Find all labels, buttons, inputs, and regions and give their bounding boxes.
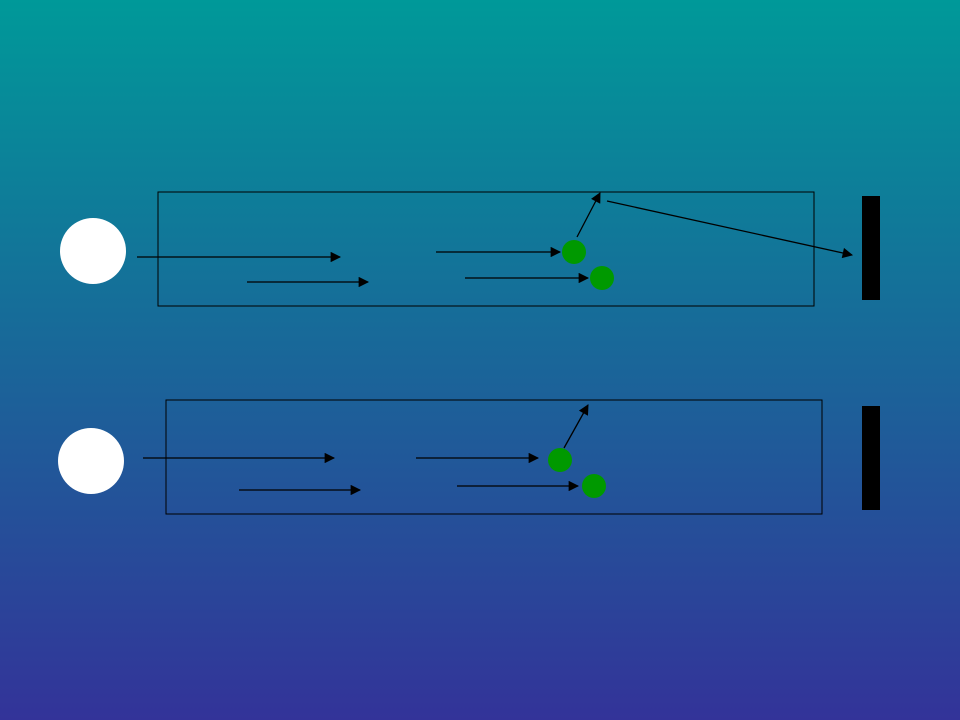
- ray-to-detector-upper: [606, 200, 854, 259]
- particle-upper-2: [590, 266, 614, 290]
- upper-panel: [60, 191, 880, 307]
- particle-lower-1: [548, 448, 572, 472]
- scattered-ray-lower: [563, 404, 589, 449]
- detector-upper: [862, 196, 880, 300]
- medium-box-upper: [157, 191, 815, 307]
- lower-panel: [58, 399, 880, 515]
- scattered-ray-upper: [576, 192, 601, 238]
- light-source-lower: [58, 428, 124, 494]
- detector-lower: [862, 406, 880, 510]
- particle-lower-2: [582, 474, 606, 498]
- particle-upper-1: [562, 240, 586, 264]
- light-source-upper: [60, 218, 126, 284]
- medium-box-lower: [165, 399, 823, 515]
